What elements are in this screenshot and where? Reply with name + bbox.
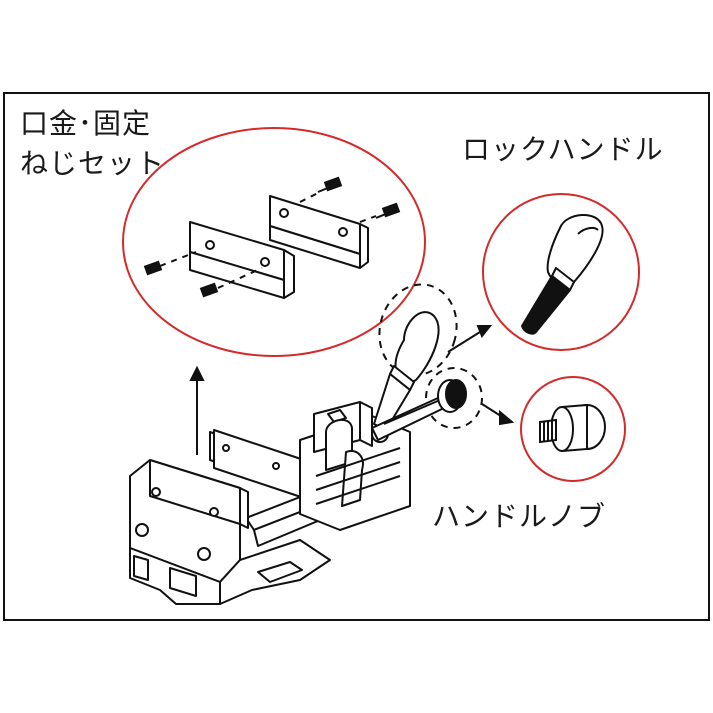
vise-handle-shaft bbox=[371, 379, 467, 441]
callout-dashed-knob bbox=[425, 367, 483, 429]
jaw-plate-back bbox=[269, 195, 369, 269]
vise-lock-handle bbox=[371, 311, 440, 443]
screw-guide-lines bbox=[159, 192, 377, 289]
arrow-to-lock-handle bbox=[447, 325, 493, 353]
arrow-to-jaw-set bbox=[189, 365, 205, 455]
vise-body bbox=[129, 401, 411, 605]
diagram-frame bbox=[3, 92, 710, 621]
lock-handle-highlight-circle bbox=[482, 193, 640, 351]
handle-knob-detail bbox=[539, 403, 606, 453]
arrow-to-handle-knob bbox=[481, 403, 515, 426]
jaw-set-highlight-ellipse bbox=[122, 127, 426, 357]
label-handle-knob: ハンドルノブ bbox=[432, 500, 607, 533]
lock-handle-detail bbox=[521, 213, 604, 335]
label-jaw-screw-set-line2: ねじセット bbox=[20, 147, 166, 180]
label-jaw-screw-set-line1: 口金･固定 bbox=[20, 107, 152, 140]
fixing-screws bbox=[143, 176, 401, 298]
handle-knob-highlight-circle bbox=[520, 376, 626, 482]
label-lock-handle: ロックハンドル bbox=[462, 133, 664, 166]
jaw-plate-front bbox=[189, 221, 295, 299]
